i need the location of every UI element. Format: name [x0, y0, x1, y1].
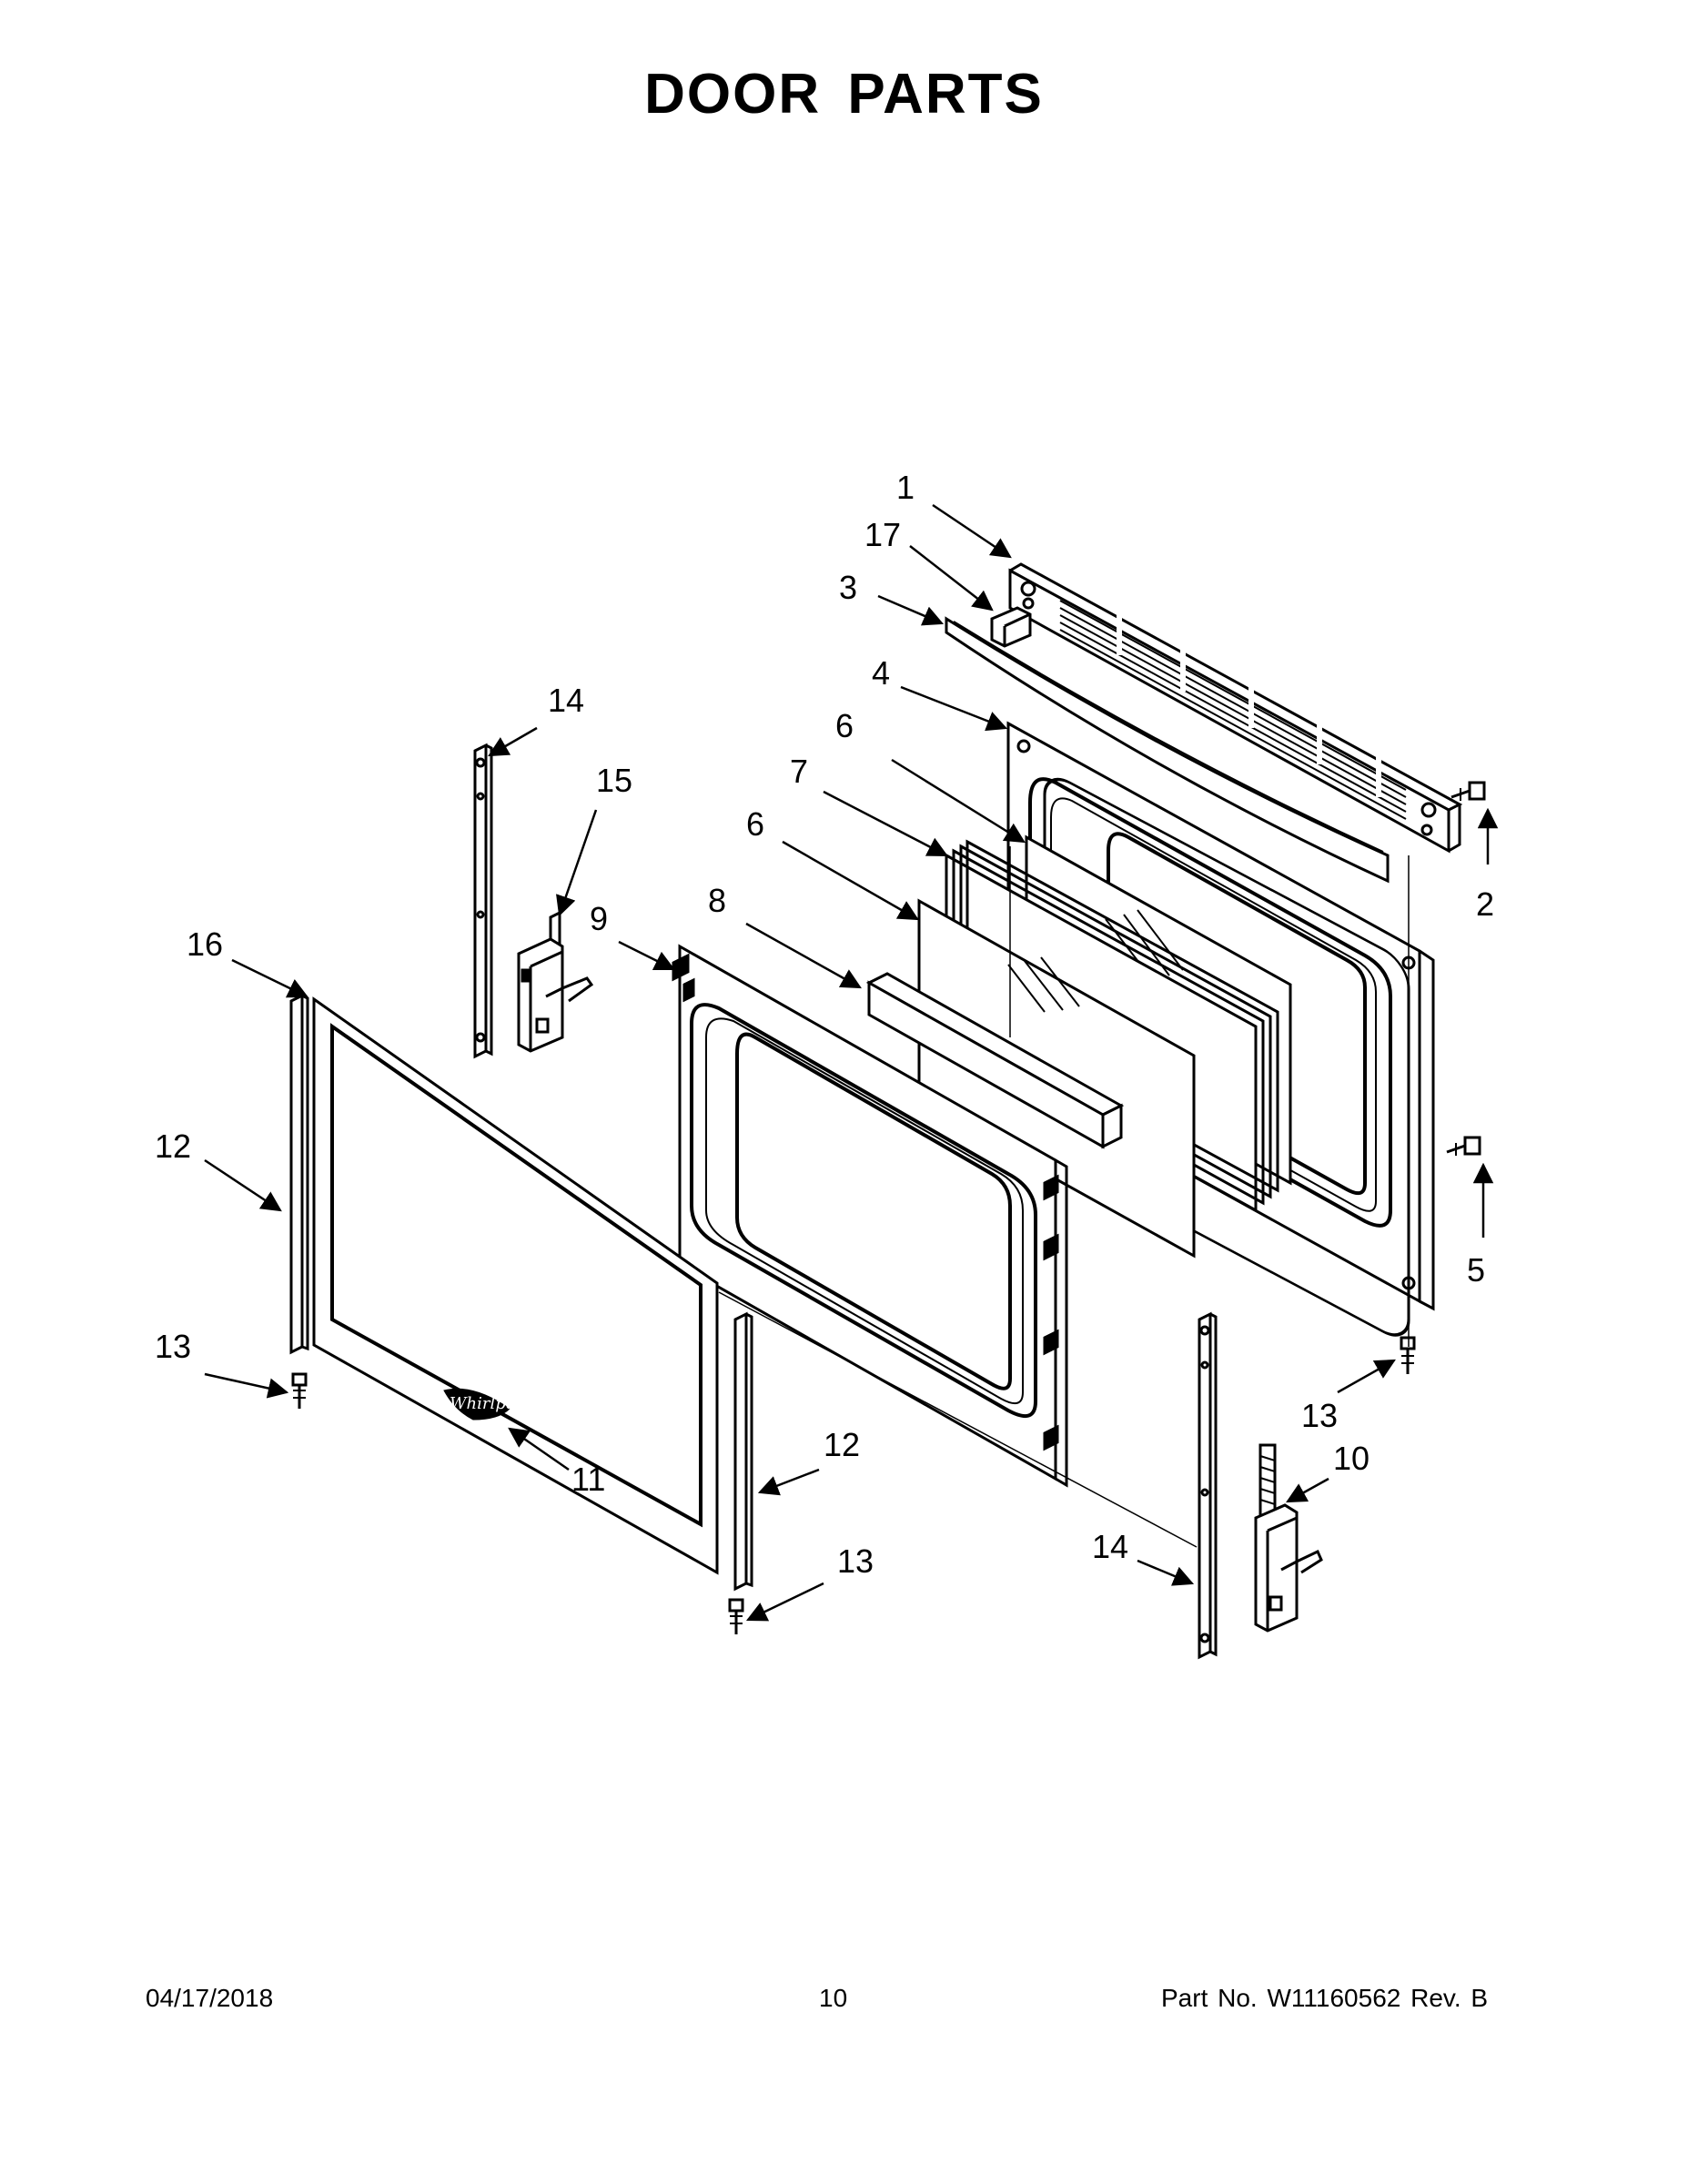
footer-page-number: 10	[819, 1984, 848, 2012]
callout-4: 4	[872, 654, 890, 692]
callout-2: 2	[1476, 885, 1494, 923]
part-13-screw-left	[291, 1372, 308, 1409]
callout-6b: 6	[746, 805, 764, 843]
callout-13a: 13	[155, 1328, 191, 1365]
leader-8	[745, 922, 862, 989]
leader-13a	[204, 1372, 289, 1399]
leader-13b	[745, 1582, 824, 1622]
callout-14b: 14	[1092, 1528, 1128, 1565]
callout-3: 3	[839, 569, 857, 606]
part-5-screw	[1446, 1136, 1481, 1156]
callout-13b: 13	[837, 1542, 874, 1580]
part-11-front-panel: Whirlpool	[312, 996, 719, 1575]
callout-10: 10	[1333, 1440, 1370, 1477]
part-13-screw-right	[1400, 1336, 1416, 1374]
leader-3	[877, 594, 945, 626]
callout-7: 7	[790, 753, 808, 790]
callout-12b: 12	[824, 1426, 860, 1463]
alignment-lines	[718, 846, 1410, 1548]
leader-7	[823, 790, 948, 857]
callout-17: 17	[864, 516, 901, 553]
leader-11	[508, 1427, 570, 1471]
svg-text:Whirlpool: Whirlpool	[450, 1394, 531, 1413]
brand-logo: Whirlpool	[443, 1388, 531, 1421]
leader-14b	[1137, 1559, 1195, 1586]
callout-15: 15	[596, 762, 632, 799]
footer-part-number: Part No. W11160562 Rev. B	[1161, 1984, 1489, 2012]
part-13-screw-center	[728, 1598, 744, 1634]
page-title: DOOR PARTS	[644, 63, 1044, 126]
leader-12b	[757, 1468, 820, 1496]
leader-4	[900, 685, 1008, 732]
leader-13c	[1337, 1359, 1396, 1394]
leader-10	[1286, 1477, 1329, 1503]
leader-arrows	[204, 503, 1499, 1622]
callout-13c: 13	[1301, 1397, 1338, 1434]
leader-6a	[891, 758, 1026, 844]
callout-8: 8	[708, 882, 726, 919]
leader-17	[909, 545, 994, 612]
callout-16: 16	[187, 925, 223, 963]
part-10-hinge	[1254, 1443, 1323, 1633]
callout-numbers: 1 2 3 4 5 6 6 7 8 9 10 11 12 12 13 13 13…	[155, 469, 1494, 1580]
leader-6b	[782, 840, 919, 921]
leader-1	[932, 503, 1012, 559]
callout-6a: 6	[835, 707, 854, 744]
leader-16	[231, 958, 309, 998]
part-12-left-channel	[289, 993, 309, 1355]
leader-15	[556, 809, 598, 917]
callout-12a: 12	[155, 1127, 191, 1165]
leader-14a	[488, 726, 538, 757]
part-14-hinge-receptacle-right	[1198, 1311, 1218, 1660]
callout-14a: 14	[548, 682, 584, 719]
part-8-insulation	[865, 972, 1125, 1149]
leader-12a	[204, 1158, 282, 1212]
part-14-hinge-receptacle-left	[473, 743, 493, 1059]
footer-date: 04/17/2018	[146, 1984, 274, 2012]
part-12-right-channel	[733, 1311, 753, 1592]
part-2-screw	[1450, 781, 1486, 801]
part-15-hinge	[517, 910, 594, 1053]
part-3-door-trim	[945, 616, 1390, 884]
part-17-clip	[990, 606, 1032, 648]
callout-11: 11	[571, 1461, 605, 1498]
part-1-vent-trim	[1008, 562, 1463, 854]
part-9-outer-door	[672, 944, 1068, 1488]
callout-5: 5	[1467, 1251, 1485, 1289]
callout-9: 9	[590, 900, 608, 937]
callout-1: 1	[896, 469, 915, 506]
leader-9	[618, 940, 676, 971]
